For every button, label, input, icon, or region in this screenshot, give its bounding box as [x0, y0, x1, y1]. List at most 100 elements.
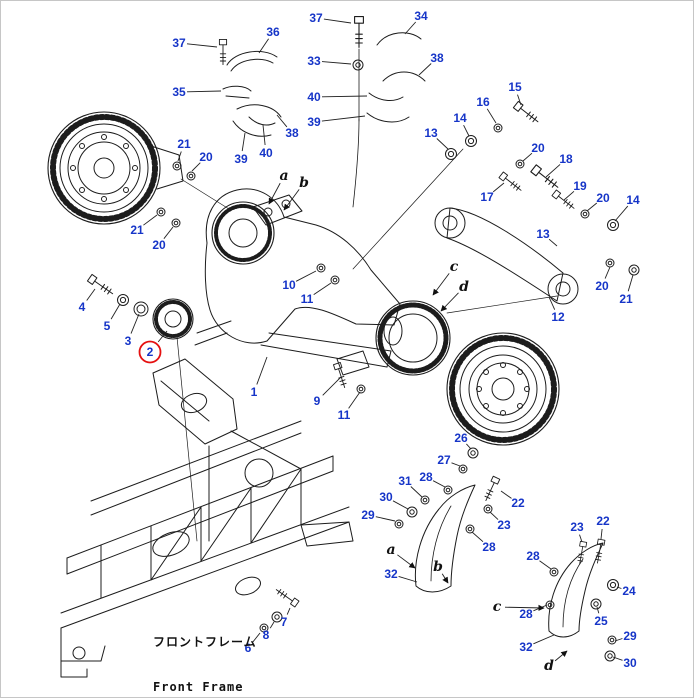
part-callout[interactable]: 20: [531, 141, 545, 155]
leader-line: [604, 266, 611, 279]
leader-line: [276, 114, 288, 128]
part-callout[interactable]: 20: [596, 191, 610, 205]
leader-line: [191, 162, 201, 172]
front-frame-icon: [60, 358, 354, 678]
part-callout[interactable]: 35: [172, 85, 186, 99]
hose-clamp-group-left-icon: [218, 38, 282, 137]
leader-line: [157, 330, 168, 343]
axle-housing-icon: [194, 188, 451, 394]
leader-line: [186, 43, 218, 48]
part-callout[interactable]: 37: [172, 36, 186, 50]
part-callout[interactable]: 8: [263, 628, 270, 642]
part-callout[interactable]: 39: [307, 115, 321, 129]
part-callout[interactable]: 20: [199, 150, 213, 164]
line-art: [47, 16, 640, 678]
leader-line: [504, 604, 545, 612]
leader-line: [612, 656, 623, 661]
drawing-title: フロントフレーム Front Frame: [153, 605, 257, 697]
part-callout[interactable]: 1: [251, 385, 258, 399]
part-callout[interactable]: 39: [234, 152, 248, 166]
leader-line: [486, 108, 497, 124]
part-callout[interactable]: 7: [281, 615, 288, 629]
highlight-ring[interactable]: [138, 340, 162, 364]
part-callout[interactable]: 22: [511, 496, 525, 510]
part-callout[interactable]: 30: [379, 490, 393, 504]
leader-line: [463, 124, 470, 137]
part-callout[interactable]: 12: [551, 310, 565, 324]
part-callout[interactable]: 23: [570, 520, 584, 534]
ref-letter: d: [544, 658, 554, 674]
leader-line: [241, 132, 246, 152]
part-callout[interactable]: 19: [573, 179, 587, 193]
part-callout[interactable]: 20: [152, 238, 166, 252]
part-callout[interactable]: 18: [559, 152, 573, 166]
part-callout[interactable]: 32: [519, 640, 533, 654]
part-callout[interactable]: 21: [177, 137, 191, 151]
part-callout[interactable]: 11: [301, 292, 314, 306]
part-callout[interactable]: 32: [384, 567, 398, 581]
part-callout[interactable]: 3: [125, 334, 132, 348]
part-callout[interactable]: 28: [482, 540, 496, 554]
part-callout[interactable]: 21: [130, 223, 144, 237]
part-callout[interactable]: 26: [454, 431, 468, 445]
part-callout[interactable]: 9: [314, 394, 321, 408]
leader-line: [262, 124, 266, 146]
part-callout[interactable]: 23: [497, 518, 511, 532]
part-callout[interactable]: 28: [519, 607, 533, 621]
part-callout[interactable]: 15: [508, 80, 522, 94]
part-callout[interactable]: 31: [398, 474, 412, 488]
part-callout[interactable]: 28: [526, 549, 540, 563]
part-callout[interactable]: 29: [623, 629, 637, 643]
part-callout[interactable]: 14: [626, 193, 640, 207]
leader-line: [410, 486, 423, 498]
part-callout[interactable]: 25: [594, 614, 608, 628]
part-callout[interactable]: 33: [307, 54, 321, 68]
part-callout[interactable]: 28: [419, 470, 433, 484]
part-callout[interactable]: 4: [79, 300, 86, 314]
part-callout[interactable]: 38: [430, 51, 444, 65]
leader-line: [397, 554, 416, 569]
part-callout[interactable]: 14: [453, 111, 467, 125]
final-drive-right-icon: [446, 332, 560, 446]
part-callout[interactable]: 20: [595, 279, 609, 293]
part-callout[interactable]: 27: [437, 453, 451, 467]
suspension-link-icon: [352, 100, 640, 314]
part-callout[interactable]: 24: [622, 584, 636, 598]
leader-line: [398, 575, 418, 583]
leader-line: [436, 138, 449, 150]
part-callout[interactable]: 13: [424, 126, 438, 140]
part-callout[interactable]: 40: [259, 146, 273, 160]
part-callout[interactable]: 36: [266, 25, 280, 39]
ref-letter: d: [459, 279, 469, 295]
part-callout[interactable]: 5: [104, 319, 111, 333]
leader-line: [548, 238, 558, 247]
part-callout[interactable]: 38: [285, 126, 299, 140]
part-callout[interactable]: 2: [147, 345, 154, 359]
part-callout[interactable]: 37: [309, 11, 323, 25]
part-callout[interactable]: 40: [307, 90, 321, 104]
part-callout[interactable]: 34: [414, 9, 428, 23]
drawing-title-jp: フロントフレーム: [153, 635, 257, 649]
part-callout[interactable]: 13: [536, 227, 550, 241]
part-callout[interactable]: 22: [596, 514, 610, 528]
leader-line: [295, 270, 317, 282]
part-callout[interactable]: 16: [476, 95, 490, 109]
part-callout[interactable]: 6: [245, 641, 252, 655]
leader-line: [252, 632, 261, 643]
part-callout[interactable]: 17: [480, 190, 494, 204]
leader-line: [451, 462, 461, 467]
part-callout[interactable]: 30: [623, 656, 637, 670]
hose-clamp-group-middle-icon: [352, 16, 426, 208]
leader-line: [614, 205, 629, 222]
ref-letter: a: [386, 542, 395, 558]
leader-line: [143, 214, 158, 226]
leader-line: [177, 151, 182, 162]
leader-line: [545, 164, 561, 178]
part-callout[interactable]: 29: [361, 508, 375, 522]
part-callout[interactable]: 21: [619, 292, 633, 306]
part-callout[interactable]: 10: [282, 278, 296, 292]
part-callout[interactable]: 11: [338, 408, 351, 422]
ref-letter: c: [493, 599, 502, 615]
